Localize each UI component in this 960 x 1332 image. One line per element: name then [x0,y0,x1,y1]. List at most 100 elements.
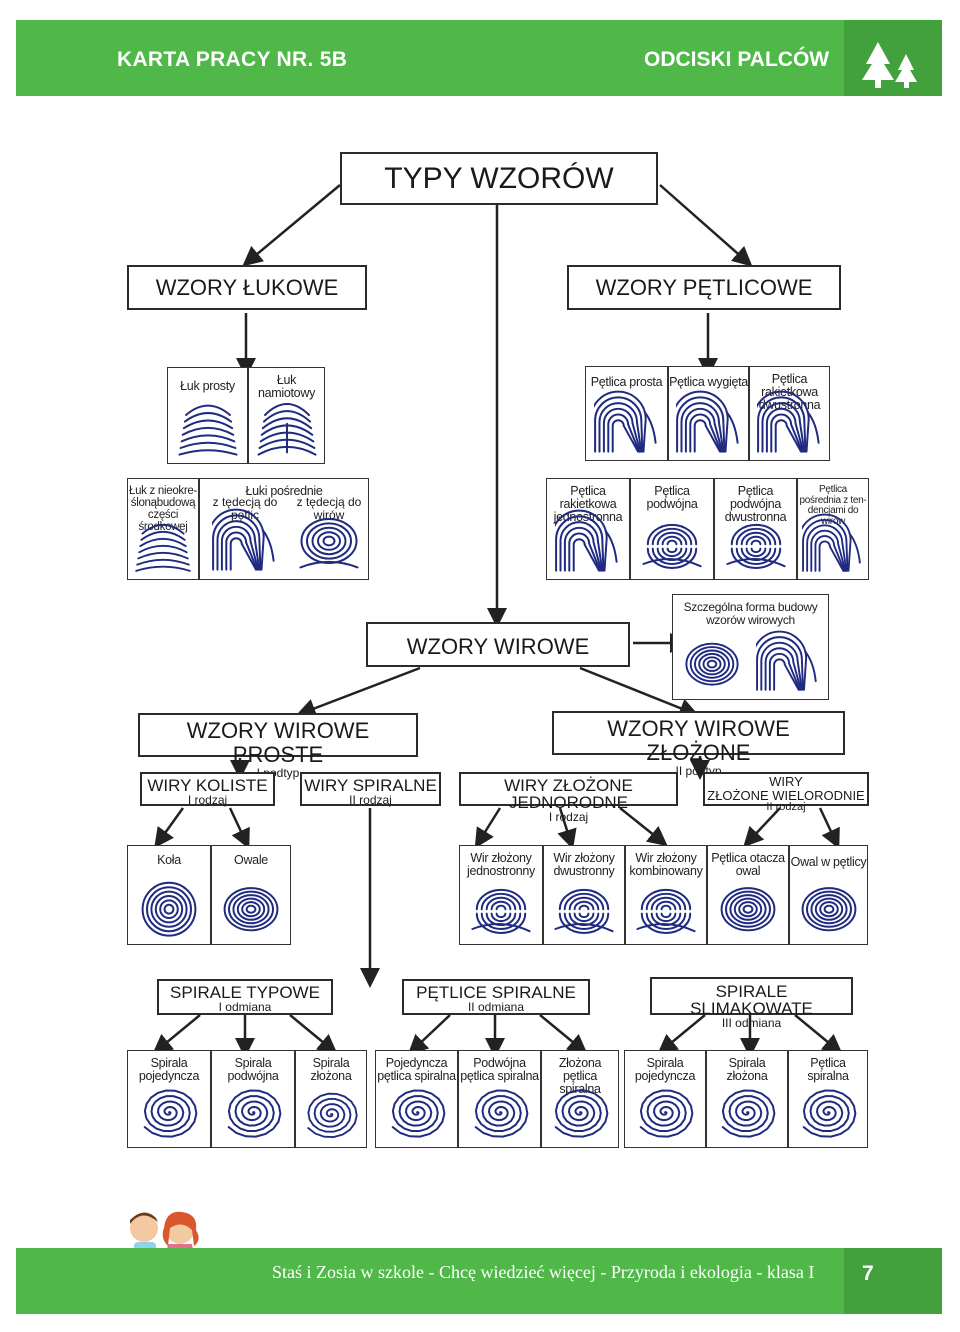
card-label: Łuk prosty [180,379,235,393]
card-loop-spiral-complex: Złożona pętlica spiralna [541,1050,619,1148]
snail-spirals-sub: III odmiana [721,1016,782,1030]
fingerprint-icon [636,888,696,934]
circular-box: WIRY KOLISTE I rodzaj [140,772,275,806]
footer-bar: Staś i Zosia w szkole - Chcę wiedzieć wi… [16,1248,942,1314]
root-title: TYPY WZORÓW [384,162,614,195]
card-w-two-side: Wir złożony dwustronny [543,845,625,945]
spiral-title: WIRY SPIRALNE [304,776,437,795]
fingerprint-icon [143,1089,198,1138]
complex-heter-title1: WIRY [769,774,803,789]
card-w-combined: Wir złożony kombinowany [625,845,707,945]
fingerprint-icon [555,509,618,572]
fingerprint-icon [554,888,614,934]
spirals-typical-sub: I odmiana [218,1000,272,1014]
whorl-simple-title: WZORY WIROWE PROSTE [186,718,370,768]
card-label: Owal w pętlicy [790,855,867,869]
fingerprint-icon [212,508,275,571]
special-whorl-label: Szczególna forma budowy wzorów wirowych [683,600,818,627]
card-label: Wir złożony kombinowany [629,851,703,879]
whorl-box: WZORY WIROWE [366,622,630,667]
card-snail-complex: Spirala złożona [706,1050,788,1148]
card-label: Łuk namiotowy [257,373,316,401]
fingerprint-icon [474,1089,528,1138]
card-label: Pętlica podwójna [646,484,698,512]
spiral-box: WIRY SPIRALNE II rodzaj [300,772,441,806]
fingerprint-icon [720,887,776,932]
card-label: Wir złożony jednostronny [467,851,535,879]
card-loop-spiral-double: Podwójna pętlica spiralna [458,1050,541,1148]
whorl-simple-box: WZORY WIROWE PROSTE I podtyp [138,713,418,779]
card-label: Koła [157,853,181,867]
fingerprint-icon [756,390,820,453]
card-wheel: Koła [127,845,211,945]
card-loop-intermediate: Pętlica pośrednia z ten-dencjami do wiró… [797,478,869,580]
fingerprint-icon [391,1089,445,1138]
whorl-complex-box: WZORY WIROWE ZŁOŻONE II podtyp [552,711,845,777]
fingerprint-icon [135,523,191,572]
fingerprint-icon [177,404,238,456]
fingerprint-icon [725,523,786,569]
card-label: Łuki pośrednie [245,484,323,498]
fingerprint-icon [307,1092,358,1138]
worksheet-title: KARTA PRACY NR. 5B [117,48,348,71]
card-snail-loop: Pętlica spiralna [788,1050,868,1148]
arch-title: WZORY ŁUKOWE [155,275,339,300]
card-label: Pętlica spiralna [807,1056,849,1084]
card-label: Wir złożony dwustronny [553,851,615,879]
card-ovals: Owale [211,845,291,945]
card-snail-single: Spirala pojedyncza [624,1050,706,1148]
card-loop-bent: Pętlica wygięta [668,366,749,461]
complex-heter-box: WIRY ZŁOŻONE WIELORODNIE II rodzaj [703,772,869,813]
fingerprint-icon [223,887,279,932]
fingerprint-icon [299,518,359,569]
arch-box: WZORY ŁUKOWE [127,265,367,310]
snail-spirals-title: SPIRALE SLIMAKOWATE [690,982,813,1018]
fingerprint-icon [141,881,197,937]
card-spiral-double: Spirala podwójna [211,1050,295,1148]
spirals-typical-box: SPIRALE TYPOWE I odmiana [157,979,333,1015]
spirals-typical-title: SPIRALE TYPOWE [170,983,320,1002]
fingerprint-icon [639,1089,694,1138]
card-loop-racket-2: Pętlica rakietkowa dwustronna [749,366,830,461]
card-loop-racket-1: Pętlica rakietkowa jednostronna [546,478,630,580]
card-label: Spirala pojedyncza [634,1056,696,1084]
page-number: 7 [862,1262,874,1285]
card-label: Spirala złożona [310,1056,352,1084]
card-label: Pętlica wygięta [669,375,748,389]
card-label: Pojedyncza pętlica spiralna [377,1056,456,1084]
complex-heter-sub: II rodzaj [766,801,806,814]
loop-box: WZORY PĘTLICOWE [567,265,841,310]
loop-spirals-title: PĘTLICE SPIRALNE [416,983,576,1002]
fingerprint-icon [802,1089,857,1138]
complex-homog-title: WIRY ZŁOŻONE JEDNORODNE [504,776,633,812]
header-bar: KARTA PRACY NR. 5B ODCISKI PALCÓW [16,20,942,96]
loop-spirals-sub: II odmiana [467,1000,525,1014]
complex-homog-sub: I rodzaj [548,810,589,824]
card-label: Podwójna pętlica spiralna [460,1056,539,1084]
card-loop-around-oval: Pętlica otacza owal [707,845,789,945]
fingerprint-icon [256,403,317,456]
fingerprint-icon [801,887,856,932]
card-spiral-complex: Spirala złożona [295,1050,367,1148]
fingerprint-icon [685,642,739,686]
card-arch-simple: Łuk prosty [167,367,248,464]
loop-spirals-box: PĘTLICE SPIRALNE II odmiana [402,979,590,1015]
card-label: Pętlica prosta [590,375,663,389]
page-number-box [844,1248,942,1314]
fingerprint-icon [593,390,657,453]
card-label: Łuk z nieokre-ślonąbudową części środkow… [128,485,198,534]
circular-title: WIRY KOLISTE [147,776,268,795]
fingerprint-icon [802,513,861,572]
whorl-complex-title: WZORY WIROWE ZŁOŻONE [607,716,790,766]
fingerprint-icon [756,630,817,691]
card-label: Spirala podwójna [227,1056,279,1084]
card-arch-irregular: Łuk z nieokre-ślonąbudową części środkow… [127,478,199,580]
footer-text: Staś i Zosia w szkole - Chcę wiedzieć wi… [272,1262,815,1282]
snail-spirals-box: SPIRALE SLIMAKOWATE III odmiana [650,977,853,1029]
whorl-title: WZORY WIROWE [406,634,590,659]
fingerprint-icon [471,888,531,934]
fingerprint-icon [675,390,739,453]
card-label: Spirala pojedyncza [138,1056,200,1084]
special-whorl-print-1 [676,632,748,698]
card-arch-to-whorl: z tędecją do wirów [290,496,368,578]
